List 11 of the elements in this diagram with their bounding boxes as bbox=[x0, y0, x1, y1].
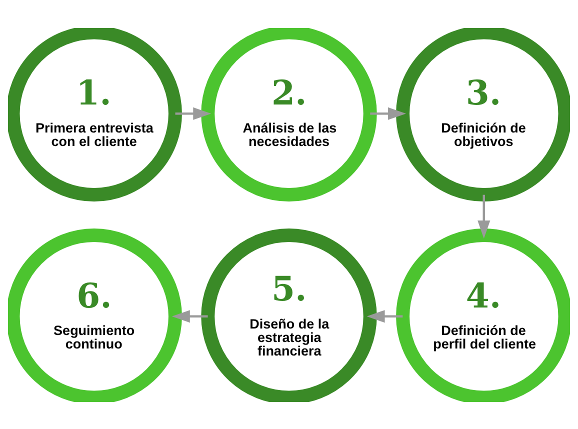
arrow bbox=[172, 310, 208, 322]
node-circle: 1. Primera entrevista con el cliente bbox=[8, 28, 182, 201]
node-circle: 4. Definición de perfil del cliente bbox=[396, 228, 570, 402]
node-circle: 6. Seguimiento continuo bbox=[8, 228, 182, 402]
arrow bbox=[478, 194, 490, 238]
arrow bbox=[175, 106, 212, 120]
arrow bbox=[366, 310, 403, 322]
arrow bbox=[370, 106, 406, 120]
node-circle: 5. Diseño de la estrategia financiera bbox=[201, 228, 377, 402]
node-circle: 3. Definición de objetivos bbox=[396, 28, 570, 201]
node-circle: 2. Análisis de las necesidades bbox=[201, 28, 377, 201]
